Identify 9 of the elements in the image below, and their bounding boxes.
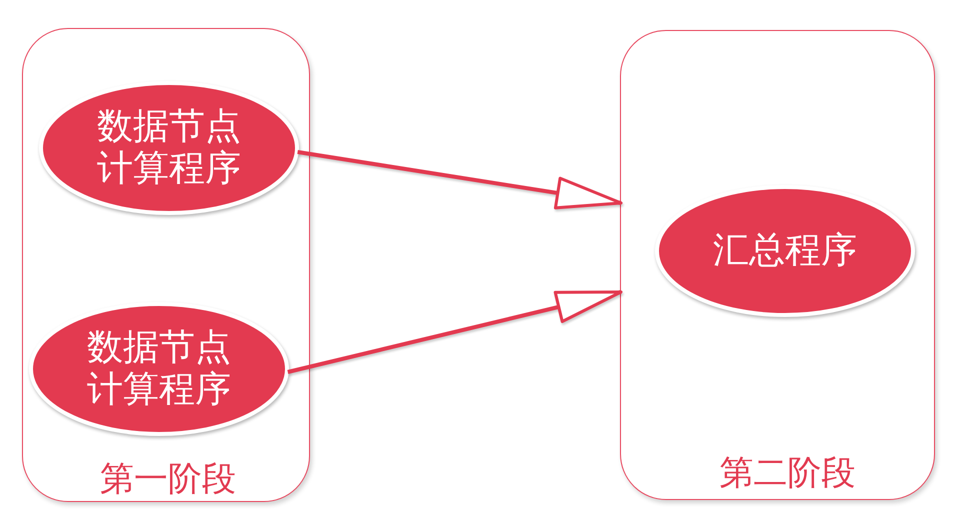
arrow — [297, 150, 622, 210]
stage-label: 第一阶段 — [99, 459, 237, 499]
node-label: 汇总程序 — [712, 230, 858, 272]
node-label: 数据节点计算程序 — [86, 327, 232, 411]
stage-box — [620, 30, 935, 500]
arrow — [287, 290, 622, 374]
stage-label: 第二阶段 — [718, 453, 856, 493]
node-label: 数据节点计算程序 — [96, 106, 242, 190]
stage-box — [22, 28, 310, 502]
